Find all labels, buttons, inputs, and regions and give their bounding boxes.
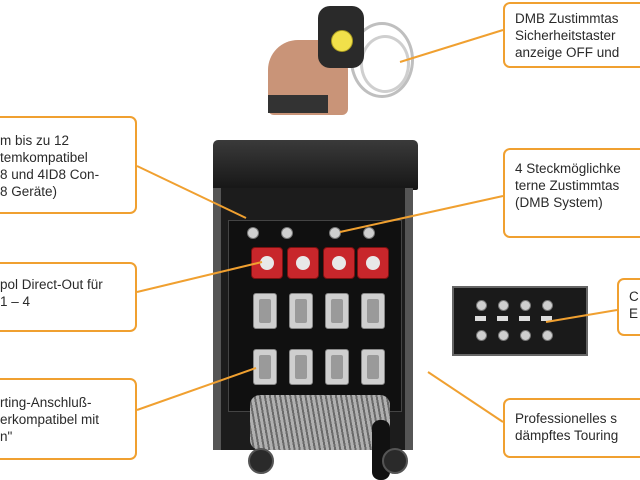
callout-line: 1 – 4 xyxy=(0,294,31,309)
switch-cable-coil xyxy=(360,35,410,93)
mini-socket xyxy=(498,300,509,311)
sleeve xyxy=(268,95,328,113)
callout-line: rting-Anschluß- xyxy=(0,395,92,410)
callout-right-4: Professionelles s dämpftes Touring xyxy=(503,398,640,458)
cee-socket xyxy=(287,247,319,279)
inset-label xyxy=(497,316,508,321)
callout-line: terne Zustimmtas xyxy=(515,178,620,193)
inset-label xyxy=(519,316,530,321)
leader-line xyxy=(136,165,247,219)
cee-socket xyxy=(323,247,355,279)
leader-line xyxy=(339,195,504,233)
mini-socket xyxy=(476,330,487,341)
harting-connector xyxy=(325,293,349,329)
mini-socket xyxy=(476,300,487,311)
cee-socket xyxy=(357,247,389,279)
callout-line: 4 Steckmöglichke xyxy=(515,161,621,176)
case-wheel xyxy=(248,448,274,474)
callout-line: erkompatibel mit xyxy=(0,412,100,427)
leader-line xyxy=(545,309,618,323)
case-wheel xyxy=(382,448,408,474)
harting-connector xyxy=(253,349,277,385)
callout-line: Professionelles s xyxy=(515,411,618,426)
callout-top-right: DMB Zustimmtas Sicherheitstaster anzeige… xyxy=(503,2,640,68)
leader-line xyxy=(136,367,257,411)
connector-panel xyxy=(228,220,402,412)
callout-line: m bis zu 12 xyxy=(0,133,70,148)
callout-line: temkompatibel xyxy=(0,150,88,165)
callout-line: pol Direct-Out für xyxy=(0,277,103,292)
callout-left-2: pol Direct-Out für 1 – 4 xyxy=(0,262,137,332)
harting-connector xyxy=(361,293,385,329)
leader-line xyxy=(399,29,504,63)
leader-line xyxy=(136,261,263,293)
callout-line: dämpftes Touring xyxy=(515,428,619,443)
mini-socket xyxy=(520,300,531,311)
callout-right-3: C E xyxy=(617,278,640,336)
callout-line: anzeige OFF und xyxy=(515,45,620,60)
mini-socket xyxy=(520,330,531,341)
mini-socket xyxy=(542,330,553,341)
leader-line xyxy=(427,371,504,423)
callout-line: (DMB System) xyxy=(515,195,603,210)
enabling-switch-button xyxy=(331,30,353,52)
callout-line: Sicherheitstaster xyxy=(515,28,616,43)
mini-socket xyxy=(498,330,509,341)
case-frame-left xyxy=(213,188,221,450)
callout-line: n" xyxy=(0,429,13,444)
callout-line: E xyxy=(629,306,639,321)
cable-bundle xyxy=(250,395,390,450)
case-frame-right xyxy=(405,188,413,450)
mini-socket xyxy=(281,227,293,239)
harting-connector xyxy=(325,349,349,385)
callout-left-1: m bis zu 12 temkompatibel 8 und 4ID8 Con… xyxy=(0,116,137,214)
callout-line: DMB Zustimmtas xyxy=(515,11,619,26)
harting-connector xyxy=(361,349,385,385)
mini-socket xyxy=(363,227,375,239)
callout-right-2: 4 Steckmöglichke terne Zustimmtas (DMB S… xyxy=(503,148,640,238)
callout-line: C xyxy=(629,289,639,304)
case-lid xyxy=(213,140,418,190)
mini-socket xyxy=(542,300,553,311)
inset-label xyxy=(475,316,486,321)
inset-label xyxy=(541,316,552,321)
inset-photo xyxy=(452,286,588,356)
mini-socket xyxy=(329,227,341,239)
callout-left-3: rting-Anschluß- erkompatibel mit n" xyxy=(0,378,137,460)
mini-socket xyxy=(247,227,259,239)
callout-line: 8 Geräte) xyxy=(0,184,58,199)
callout-line: 8 und 4ID8 Con- xyxy=(0,167,100,182)
harting-connector xyxy=(253,293,277,329)
harting-connector xyxy=(289,293,313,329)
harting-connector xyxy=(289,349,313,385)
